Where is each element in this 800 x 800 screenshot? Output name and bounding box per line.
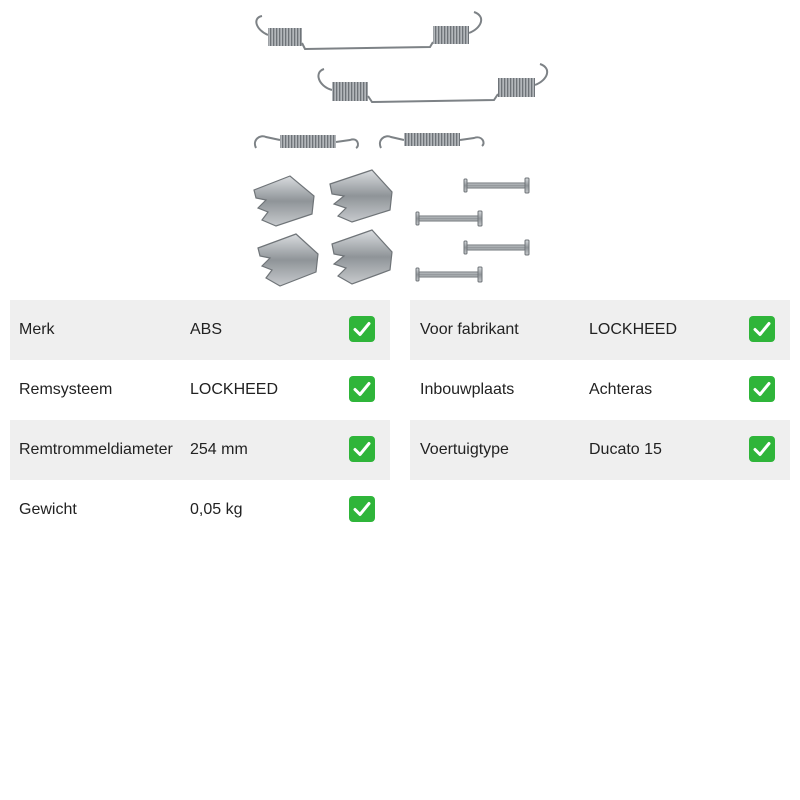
spec-label: Gewicht [19,501,77,518]
long-spring-2 [317,63,549,104]
spec-label: Remsysteem [19,381,113,398]
spec-row-remtrommeldiameter: Remtrommeldiameter 254 mm [10,420,390,480]
spec-label: Inbouwplaats [420,381,515,398]
check-mark-icon [749,316,775,342]
spec-label: Remtrommeldiameter [19,441,173,458]
spec-value: 0,05 kg [190,501,243,518]
clip-group [253,169,393,287]
spec-row-voertuigtype: Voertuigtype Ducato 15 [410,420,790,480]
check-mark-icon [349,436,375,462]
spec-label: Voertuigtype [420,441,509,458]
short-spring-1 [254,135,359,149]
spec-label: Voor fabrikant [420,321,519,338]
spec-value: LOCKHEED [589,321,678,338]
short-spring-2 [379,133,485,149]
spec-value: 254 mm [190,441,248,458]
spec-row-merk: Merk ABS [10,300,390,360]
product-image [253,11,549,287]
spec-value: Ducato 15 [589,441,662,458]
check-mark-icon [749,376,775,402]
check-mark-icon [349,496,375,522]
spec-row-gewicht: Gewicht 0,05 kg [10,480,390,540]
spec-row-remsysteem: Remsysteem LOCKHEED [10,360,390,420]
spec-row-voor-fabrikant: Voor fabrikant LOCKHEED [410,300,790,360]
spec-table-left: Merk ABS Remsysteem LOCKHEED Remtrommeld… [10,300,390,540]
check-mark-icon [749,436,775,462]
spec-value: Achteras [589,381,653,398]
long-spring-1 [255,11,483,51]
spec-value: LOCKHEED [190,381,279,398]
check-mark-icon [349,316,375,342]
spec-label: Merk [19,321,55,338]
spec-value: ABS [190,321,223,338]
spec-table-right: Voor fabrikant LOCKHEED Inbouwplaats Ach… [410,300,790,480]
spec-row-inbouwplaats: Inbouwplaats Achteras [410,360,790,420]
pin-group [415,177,530,283]
check-mark-icon [349,376,375,402]
